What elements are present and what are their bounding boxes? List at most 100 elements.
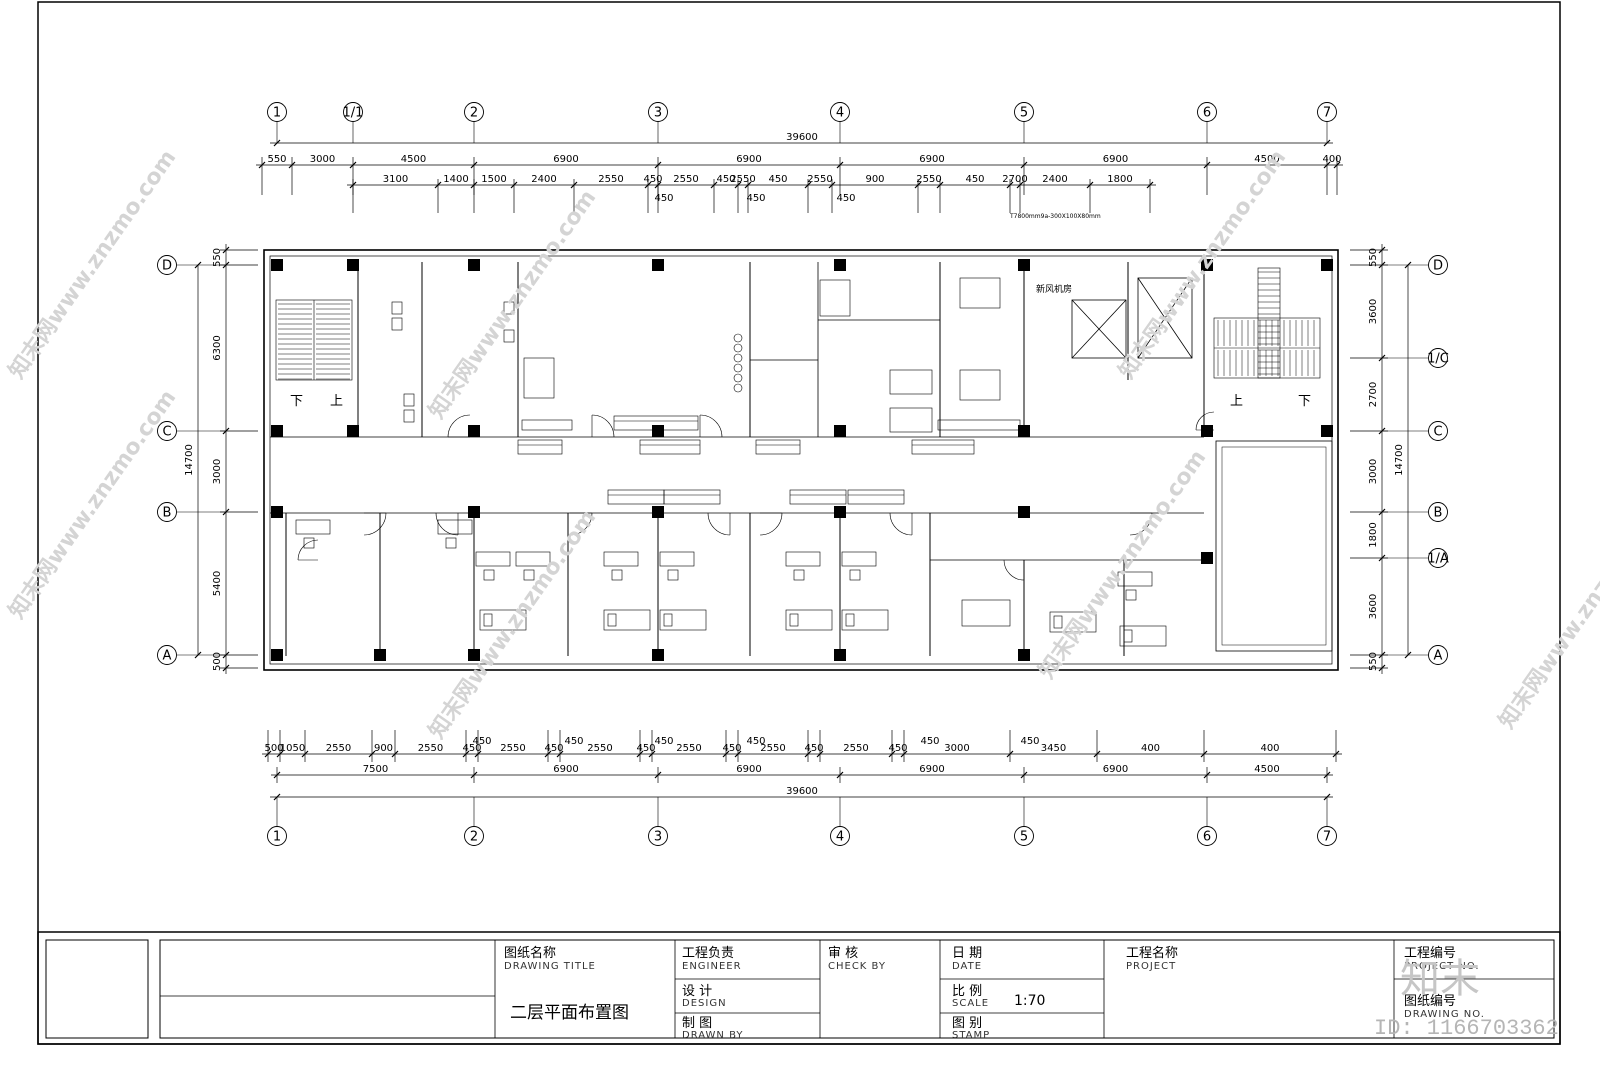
drawing-no-en: DRAWING NO. bbox=[1404, 1009, 1485, 1020]
design-en: DESIGN bbox=[682, 998, 727, 1009]
grid-label: B bbox=[163, 506, 172, 521]
dimension-label: 6900 bbox=[553, 764, 578, 775]
sofa bbox=[789, 489, 847, 505]
grid-bubble bbox=[1428, 255, 1448, 275]
dimension-label: 450 bbox=[1020, 736, 1039, 747]
dimension-label: 6900 bbox=[919, 764, 944, 775]
dimension-label: 3100 bbox=[383, 174, 408, 185]
dimension-label: 450 bbox=[746, 193, 765, 204]
structural-columns bbox=[271, 259, 1333, 661]
check-en: CHECK BY bbox=[828, 961, 886, 972]
dimension-label: 450 bbox=[965, 174, 984, 185]
dimension-label: 3000 bbox=[212, 459, 223, 484]
dimension-label: 6900 bbox=[1103, 154, 1128, 165]
desk bbox=[515, 551, 551, 567]
grid-bubble bbox=[1317, 826, 1337, 846]
watermarks: 知末网www.znzmo.com 知末网www.znzmo.com 知末网www… bbox=[4, 145, 1600, 743]
exterior-wall bbox=[263, 249, 1339, 671]
grid-label: 2 bbox=[470, 106, 478, 121]
column bbox=[468, 649, 480, 661]
grid-label: 4 bbox=[836, 830, 844, 845]
grid-label: 2 bbox=[470, 830, 478, 845]
dimension-label: 2550 bbox=[418, 743, 443, 754]
bed bbox=[841, 609, 889, 631]
door-swing bbox=[1003, 559, 1025, 581]
project-no-en: PROJECT NO. bbox=[1404, 961, 1480, 972]
grid-bubble bbox=[343, 102, 363, 122]
chair bbox=[303, 537, 315, 549]
grid-bubble bbox=[830, 826, 850, 846]
pillow bbox=[845, 613, 855, 627]
building bbox=[263, 249, 1339, 671]
dimension-label: 2550 bbox=[500, 743, 525, 754]
column bbox=[1321, 425, 1333, 437]
grid-bubble bbox=[267, 826, 287, 846]
sofa bbox=[911, 439, 975, 455]
project-no-cn: 工程编号 bbox=[1404, 946, 1456, 961]
door-swing bbox=[447, 414, 471, 438]
grid-label: 1 bbox=[273, 830, 281, 845]
column bbox=[271, 649, 283, 661]
grid-bubble bbox=[1197, 102, 1217, 122]
title-block bbox=[37, 931, 1561, 1045]
id-watermark: ID: 1166703362 bbox=[1374, 1016, 1559, 1041]
pillow bbox=[607, 613, 617, 627]
engineer-en: ENGINEER bbox=[682, 961, 742, 972]
title-block-text: 图纸名称 DRAWING TITLE 二层平面布置图 工程负责 ENGINEER… bbox=[504, 945, 1485, 1041]
stair-right-down-label: 下 bbox=[1298, 394, 1311, 409]
door-swing bbox=[435, 512, 459, 536]
column bbox=[1018, 649, 1030, 661]
stamp-en: STAMP bbox=[952, 1030, 990, 1041]
stair-left bbox=[275, 299, 353, 381]
door-swing bbox=[707, 512, 731, 536]
pillow bbox=[1053, 615, 1063, 629]
column bbox=[652, 649, 664, 661]
engineer-cn: 工程负责 bbox=[682, 946, 734, 961]
column bbox=[271, 506, 283, 518]
dimension-label: 500 bbox=[264, 743, 283, 754]
dimension-label: 2700 bbox=[1002, 174, 1027, 185]
sofa bbox=[847, 489, 905, 505]
desk bbox=[437, 519, 473, 535]
grid-label: D bbox=[162, 259, 172, 274]
dimension-label: 500 bbox=[212, 652, 223, 671]
grid-bubble bbox=[157, 255, 177, 275]
grid-bubble bbox=[1428, 645, 1448, 665]
brand-watermark: 知末 bbox=[1400, 956, 1480, 1002]
dimension-label: 450 bbox=[888, 743, 907, 754]
dimension-label: 3600 bbox=[1368, 594, 1379, 619]
grid-label: 1/1 bbox=[343, 106, 364, 121]
grid-label: B bbox=[1434, 506, 1443, 521]
drawn-en: DRAWN BY bbox=[682, 1030, 744, 1041]
drawn-cn: 制 图 bbox=[682, 1016, 712, 1031]
column bbox=[1321, 259, 1333, 271]
door-swing bbox=[1129, 512, 1153, 536]
dimension-label: 3600 bbox=[1368, 299, 1379, 324]
grid-label: 7 bbox=[1323, 106, 1331, 121]
dimension-total-right: 14700 bbox=[1394, 444, 1405, 476]
column bbox=[652, 506, 664, 518]
column bbox=[347, 425, 359, 437]
dimension-label: 6900 bbox=[1103, 764, 1128, 775]
sofa bbox=[663, 489, 721, 505]
column bbox=[834, 649, 846, 661]
dimension-label: 2550 bbox=[326, 743, 351, 754]
stair-right bbox=[1213, 267, 1321, 379]
grid-bubble bbox=[1014, 102, 1034, 122]
dimension-label: 2550 bbox=[587, 743, 612, 754]
bed bbox=[785, 609, 833, 631]
watermark-site: 知末网www.znzmo.com bbox=[424, 185, 602, 423]
date-en: DATE bbox=[952, 961, 982, 972]
grid-label: 6 bbox=[1203, 106, 1211, 121]
dimension-label: 4500 bbox=[1254, 764, 1279, 775]
desk bbox=[1117, 571, 1153, 587]
grid-label: 1/C bbox=[1427, 352, 1449, 367]
column bbox=[1201, 259, 1213, 271]
dimension-label: 2550 bbox=[916, 174, 941, 185]
dimension-label: 2550 bbox=[807, 174, 832, 185]
dimension-label: 450 bbox=[462, 743, 481, 754]
bed bbox=[1049, 611, 1097, 633]
top-note: T7800mm9a-300X100X80mm bbox=[1009, 213, 1101, 220]
door-swing bbox=[297, 539, 319, 561]
